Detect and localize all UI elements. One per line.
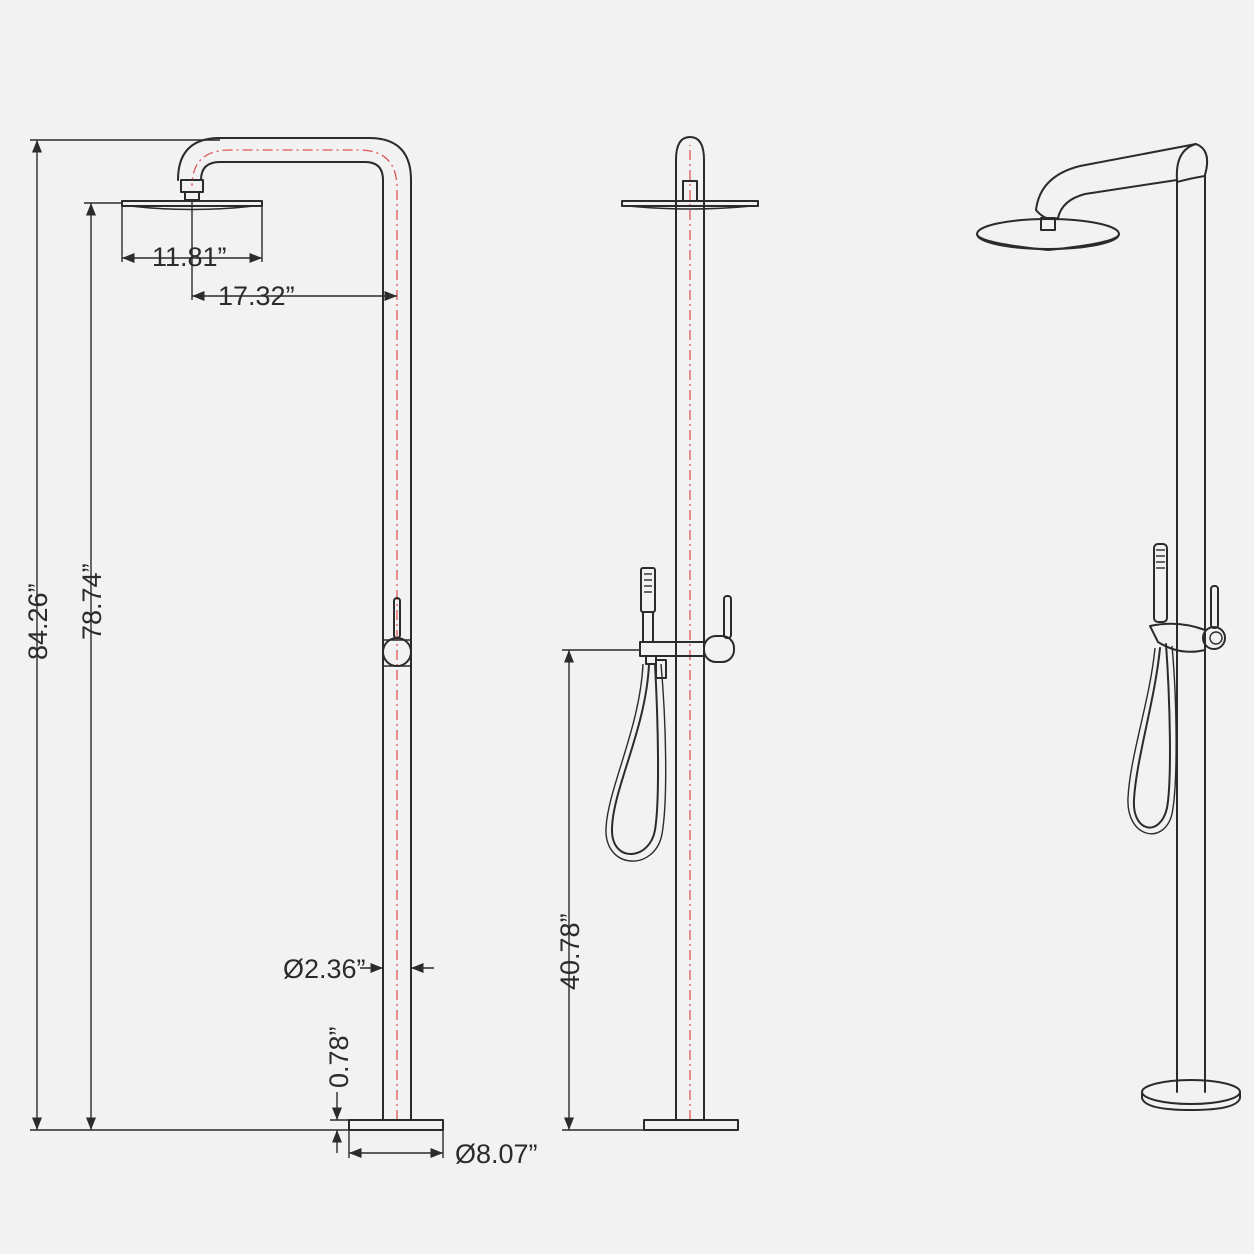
side-base (643, 1119, 739, 1131)
perspective-view (976, 143, 1241, 1111)
side-hose (611, 663, 660, 855)
front-dimensions: 11.81” 17.32” 84.26” 78.74” Ø2.36” 0.78”… (23, 139, 538, 1169)
label-arm-reach: 17.32” (218, 281, 295, 311)
label-total-height: 84.26” (23, 583, 53, 660)
label-head-height: 78.74” (77, 563, 107, 640)
front-column-outline (200, 161, 384, 1121)
side-mixer-lever (723, 595, 732, 639)
label-base-thickness: 0.78” (324, 1026, 354, 1088)
perspective-base (1141, 1079, 1241, 1105)
label-mixer-height: 40.78” (555, 913, 585, 990)
side-column-outline (675, 136, 705, 1121)
side-dimensions: 40.78” (555, 649, 644, 1131)
side-view (605, 136, 759, 1131)
perspective-shower-head (976, 218, 1120, 250)
label-base-diameter: Ø8.07” (455, 1139, 538, 1169)
side-mixer-body (703, 635, 735, 663)
perspective-hose (1132, 643, 1171, 829)
front-centerline (191, 149, 398, 1120)
perspective-mixer-lever (1210, 585, 1219, 629)
front-mixer-lever (393, 597, 401, 639)
perspective-arm (1035, 143, 1197, 211)
front-base (348, 1119, 444, 1131)
label-pipe-diameter: Ø2.36” (283, 954, 366, 984)
perspective-hand-shower (1153, 543, 1168, 623)
label-head-diameter: 11.81” (152, 242, 227, 272)
side-holder (639, 641, 705, 657)
side-shower-head (621, 200, 759, 207)
